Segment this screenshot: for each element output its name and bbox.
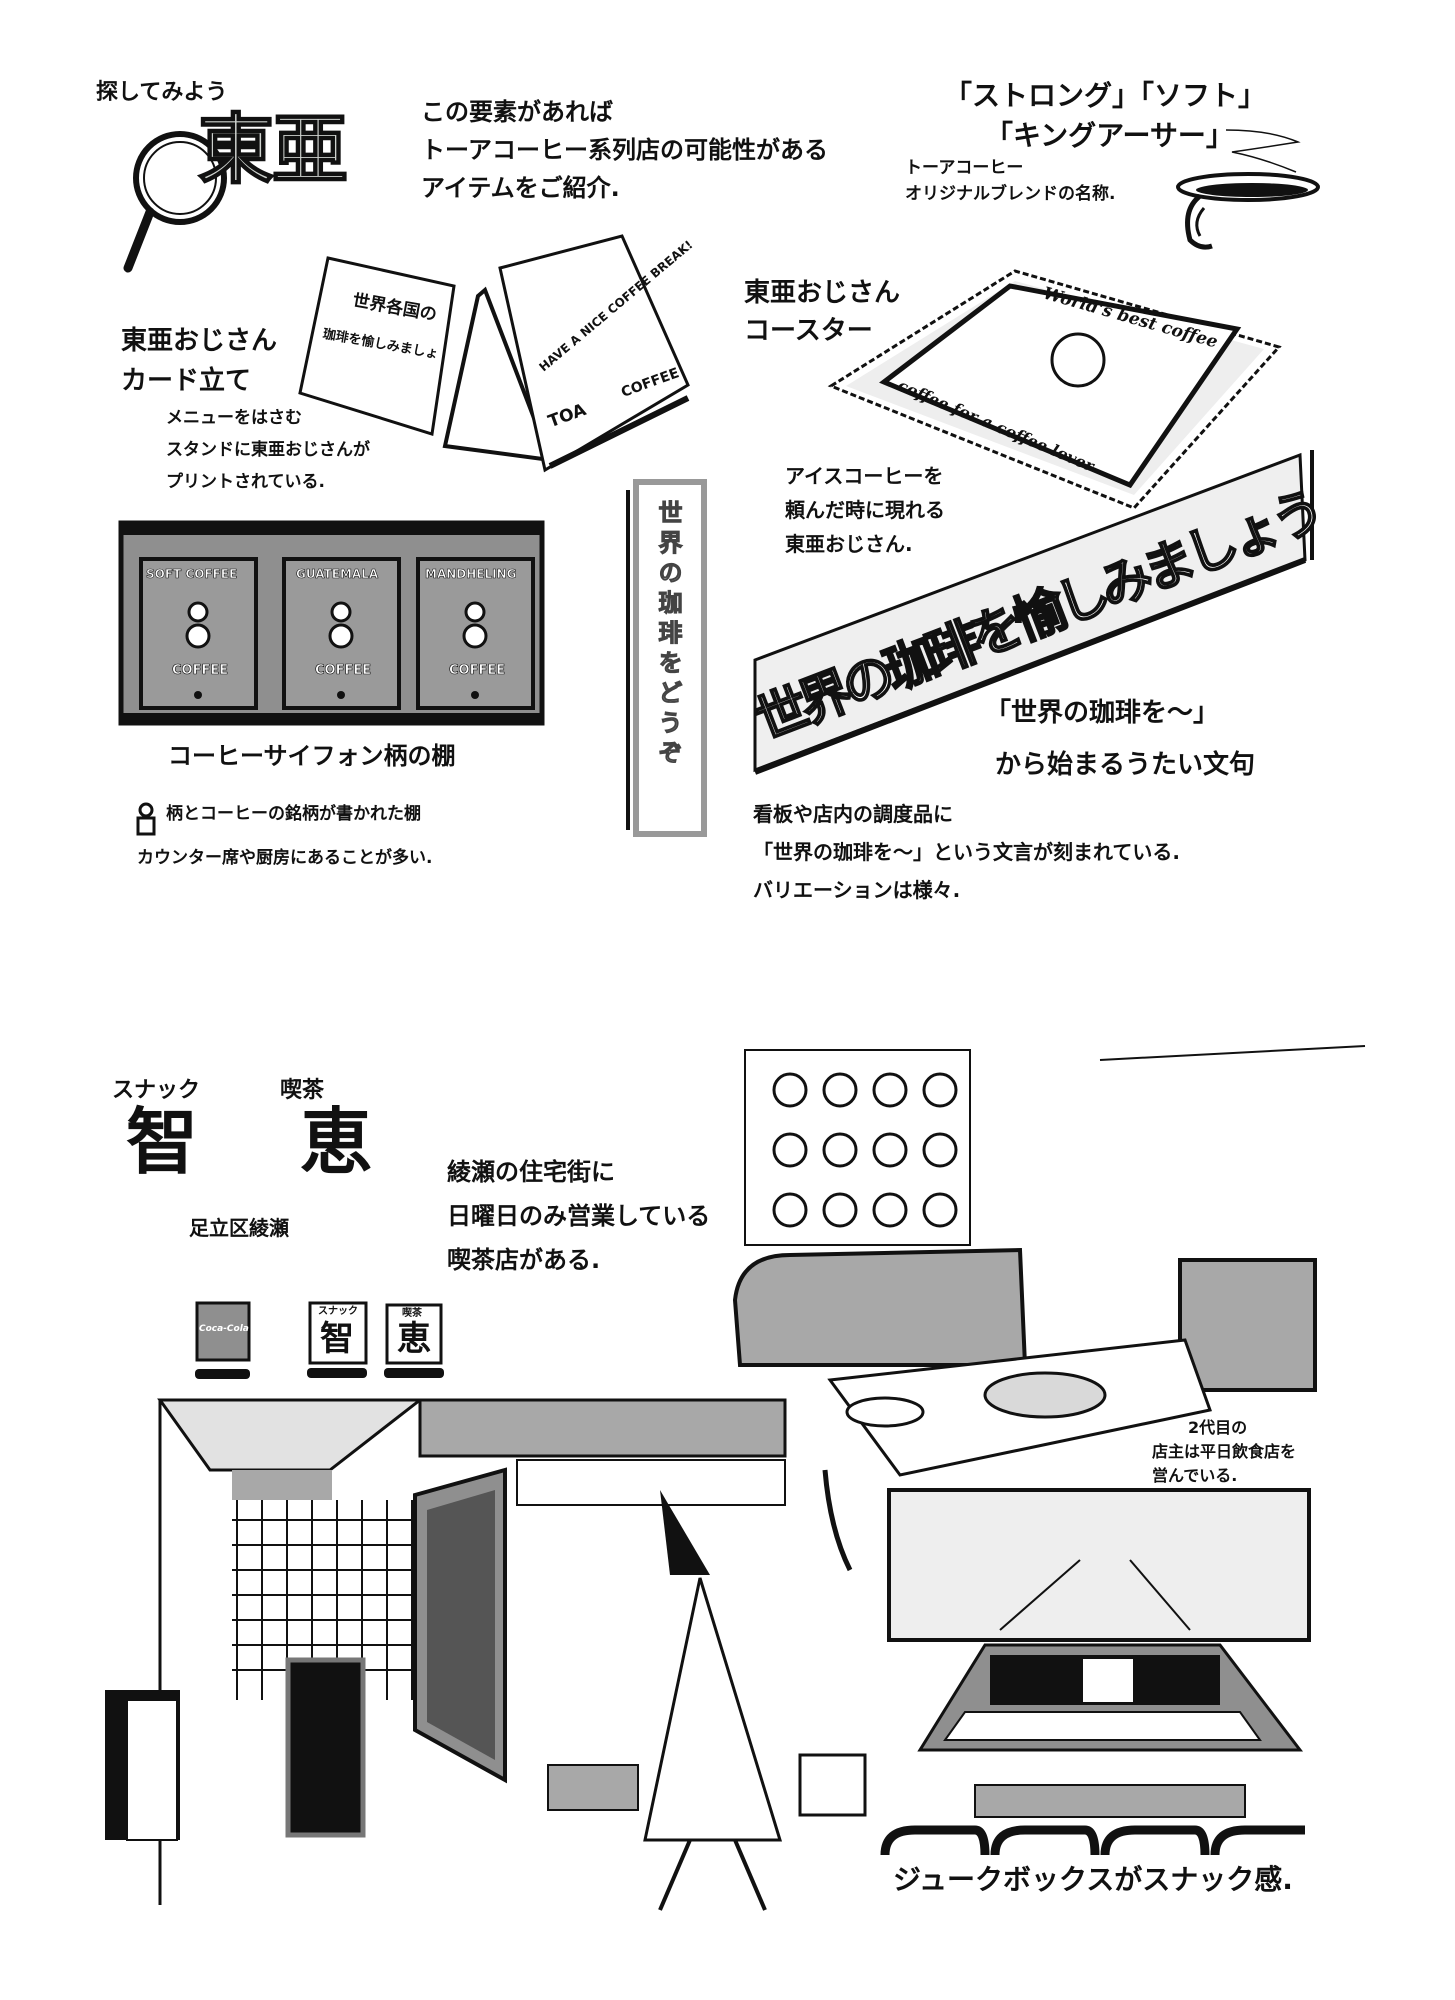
- kissa-sign-label: 喫茶: [402, 1308, 422, 1319]
- vertical-sign-text: 世界の珈琲をどうぞ: [654, 500, 683, 771]
- snack-sign-label: スナック: [318, 1306, 358, 1317]
- coaster-note-3: 東亜おじさん.: [785, 532, 913, 556]
- shop-description-3: 喫茶店がある.: [447, 1246, 601, 1274]
- blend-note-1: トーアコーヒー: [905, 158, 1024, 178]
- blend-names-2: 「キングアーサー」: [985, 119, 1234, 152]
- owner-note-3: 営んでいる.: [1152, 1466, 1238, 1485]
- shelf-panel-2-name: GUATEMALA: [296, 567, 379, 581]
- jukebox-caption: ジュークボックスがスナック感.: [893, 1863, 1293, 1896]
- shop-snack-label: スナック: [112, 1078, 201, 1103]
- card-stand-note-3: プリントされている.: [166, 472, 325, 492]
- shop-location: 足立区綾瀬: [189, 1216, 289, 1240]
- coaster-note-2: 頼んだ時に現れる: [785, 498, 945, 522]
- blend-names-1: 「ストロング」「ソフト」: [944, 79, 1267, 112]
- toa-logo: 東亜: [197, 105, 349, 194]
- banner-note-3: バリエーションは様々.: [753, 878, 961, 902]
- vertical-sign-frame: [626, 479, 707, 837]
- coffee-cup-icon: [1176, 129, 1320, 250]
- jukebox-drawing: [880, 1488, 1311, 1856]
- shop-name-2: 恵: [300, 1100, 373, 1184]
- shelf-panel-3-sub: COFFEE: [449, 663, 506, 678]
- coaster-title-1: 東亜おじさん: [744, 278, 901, 308]
- coaster-drawing: [827, 269, 1282, 510]
- intro-line-3: アイテムをご紹介.: [421, 174, 620, 202]
- snack-sign-name: 智: [320, 1319, 354, 1359]
- banner-caption-2: から始まるうたい文句: [995, 750, 1256, 780]
- shelf-panel-1-sub: COFFEE: [172, 663, 229, 678]
- shelf-note-1: 柄とコーヒーの銘柄が書かれた棚: [166, 804, 421, 824]
- shelf-note-2: カウンター席や厨房にあることが多い.: [137, 848, 433, 868]
- shelf-title: コーヒーサイフォン柄の棚: [168, 742, 456, 770]
- shelf-panel-1-name: SOFT COFFEE: [146, 567, 238, 581]
- storefront-drawing: [105, 1398, 787, 1905]
- owner-note-2: 店主は平日飲食店を: [1152, 1442, 1297, 1461]
- shop-kissa-label: 喫茶: [280, 1078, 325, 1103]
- siphon-shelf-drawing: [118, 520, 545, 726]
- shop-description-2: 日曜日のみ営業している: [447, 1202, 711, 1230]
- intro-line-1: この要素があれば: [421, 98, 613, 126]
- shelf-panel-2-sub: COFFEE: [315, 663, 372, 678]
- banner-drawing: [753, 450, 1314, 775]
- intro-line-2: トーアコーヒー系列店の可能性がある: [421, 136, 829, 164]
- owner-note-1: 2代目の: [1188, 1418, 1248, 1437]
- magnifier-icon: [123, 131, 227, 273]
- banner-note-1: 看板や店内の調度品に: [753, 802, 953, 826]
- shelf-panel-3-name: MANDHELING: [425, 567, 517, 581]
- search-label: 探してみよう: [96, 80, 228, 105]
- card-stand-title-2: カード立て: [121, 366, 252, 396]
- card-stand-note-1: メニューをはさむ: [166, 408, 302, 428]
- shop-signs: [195, 1301, 444, 1379]
- card-stand-note-2: スタンドに東亜おじさんが: [166, 440, 370, 460]
- coaster-note-1: アイスコーヒーを: [785, 464, 944, 488]
- coaster-title-2: コースター: [744, 316, 873, 346]
- shop-name-1: 智: [126, 1100, 199, 1184]
- walking-person-drawing: [643, 1490, 783, 1911]
- kissa-sign-name: 恵: [397, 1319, 431, 1359]
- interior-drawing: [732, 1045, 1366, 1817]
- banner-note-2: 「世界の珈琲を〜」という文言が刻まれている.: [753, 840, 1180, 864]
- siphon-icon: [136, 802, 156, 836]
- card-stand-drawing: [298, 234, 690, 473]
- shop-description-1: 綾瀬の住宅街に: [447, 1158, 615, 1186]
- cola-sign-text: Coca-Cola: [199, 1324, 249, 1334]
- blend-note-2: オリジナルブレンドの名称.: [905, 184, 1116, 204]
- card-stand-title-1: 東亜おじさん: [121, 326, 278, 356]
- banner-caption-1: 「世界の珈琲を〜」: [985, 698, 1220, 728]
